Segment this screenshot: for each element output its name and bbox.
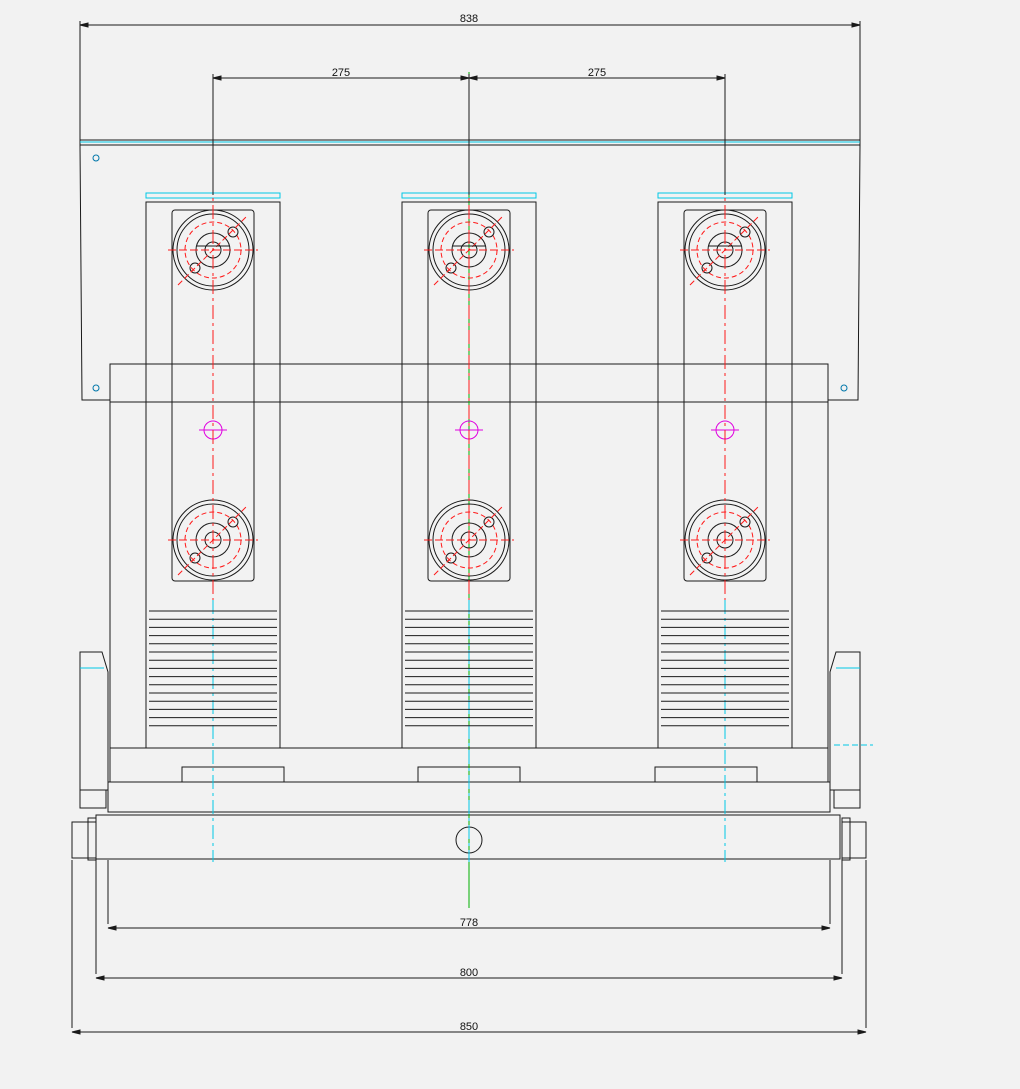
truck-body xyxy=(95,814,841,860)
dim-850-arrow-b xyxy=(857,1029,867,1035)
left-wheel xyxy=(71,821,97,859)
right-foot xyxy=(833,789,861,809)
right-side-bracket xyxy=(829,651,861,791)
mount-hole-2 xyxy=(840,384,848,392)
dim-pitch-right: 275 xyxy=(588,67,606,79)
dim-275a-arrow-a xyxy=(212,75,222,81)
pole-housing xyxy=(145,201,281,749)
base-pad-1 xyxy=(181,766,285,783)
switchgear-frame xyxy=(71,72,873,908)
left-wheel-hub xyxy=(87,817,97,861)
pole-housing xyxy=(657,201,793,749)
terminal-bolt xyxy=(445,262,457,274)
dim-850-arrow-a xyxy=(71,1029,81,1035)
dim-overall-bottom: 850 xyxy=(460,1021,478,1033)
right-wheel-hub xyxy=(841,817,851,861)
terminal-bolt xyxy=(227,516,239,528)
terminal-bolt xyxy=(483,226,495,238)
poles-group xyxy=(145,180,793,862)
terminal-bolt xyxy=(739,226,751,238)
terminal-bolt xyxy=(739,516,751,528)
dim-inner-bottom: 778 xyxy=(460,917,478,929)
dim-overall-top: 838 xyxy=(460,13,478,25)
mount-hole-0 xyxy=(92,154,100,162)
right-panel-edge xyxy=(828,144,861,401)
dim-838-arrow-a xyxy=(79,22,89,28)
right-wheel xyxy=(841,821,867,859)
dim-800-arrow-a xyxy=(95,975,105,981)
pole-2 xyxy=(401,180,537,862)
terminal-bolt xyxy=(189,552,201,564)
dim-275a-arrow-b xyxy=(460,75,470,81)
pole-housing xyxy=(401,201,537,749)
mount-hole-1 xyxy=(92,384,100,392)
terminal-bolt xyxy=(445,552,457,564)
terminal-bolt xyxy=(483,516,495,528)
terminal-bolt xyxy=(227,226,239,238)
dim-275b-arrow-a xyxy=(468,75,478,81)
dim-800-arrow-b xyxy=(833,975,843,981)
terminal-bolt xyxy=(701,552,713,564)
terminal-bolt xyxy=(189,262,201,274)
left-foot xyxy=(79,789,107,809)
dim-838-arrow-b xyxy=(851,22,861,28)
base-pad-3 xyxy=(654,766,758,783)
dimension-lines xyxy=(71,21,867,1035)
terminal-bolt xyxy=(701,262,713,274)
dim-778-arrow-a xyxy=(107,925,117,931)
dim-middle-bottom: 800 xyxy=(460,967,478,979)
dim-778-arrow-b xyxy=(821,925,831,931)
left-side-bracket xyxy=(79,651,109,791)
pole-1 xyxy=(145,180,281,862)
dim-275b-arrow-b xyxy=(716,75,726,81)
pole-3 xyxy=(657,180,793,862)
dim-pitch-left: 275 xyxy=(332,67,350,79)
left-panel-edge xyxy=(79,144,110,401)
